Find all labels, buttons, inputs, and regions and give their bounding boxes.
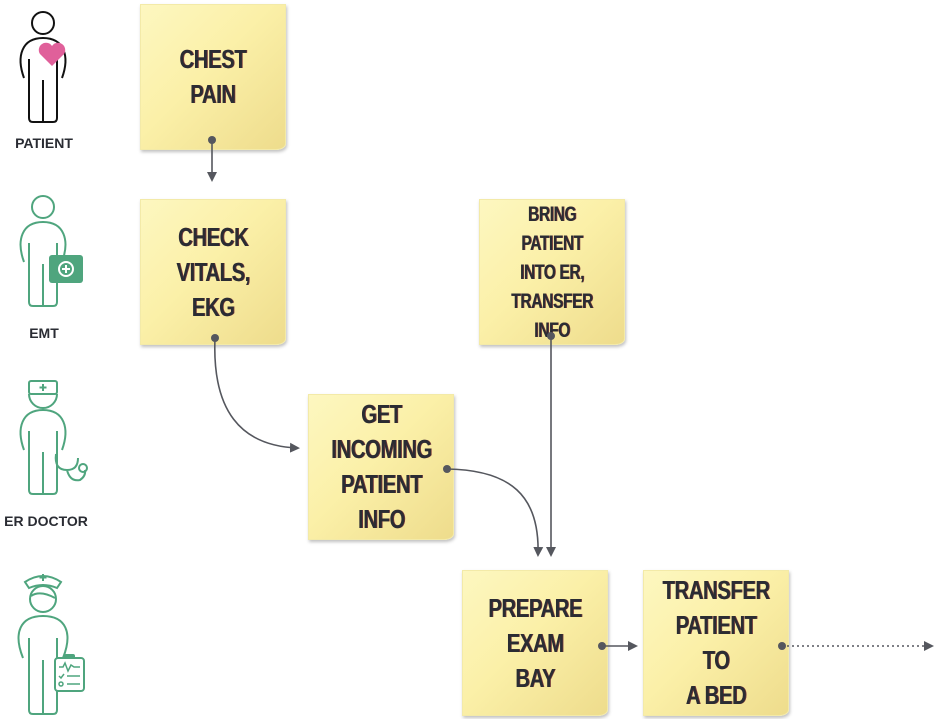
note-text: CHEST PAIN <box>179 44 247 109</box>
sticky-note-get-incoming-info[interactable]: GET INCOMING PATIENT INFO <box>308 394 454 540</box>
sticky-note-check-vitals[interactable]: CHECK VITALS, EKG <box>140 199 286 345</box>
note-text: PREPARE EXAM BAY <box>488 592 582 693</box>
sticky-note-transfer-patient[interactable]: TRANSFER PATIENT TO A BED <box>643 570 789 716</box>
note-text: TRANSFER PATIENT TO A BED <box>662 575 770 710</box>
nurse-clipboard-icon <box>17 574 85 715</box>
sticky-note-prepare-exam-bay[interactable]: PREPARE EXAM BAY <box>462 570 608 716</box>
sticky-note-chest-pain[interactable]: CHEST PAIN <box>140 4 286 150</box>
patient-heart-icon <box>19 11 67 123</box>
emt-medkit-icon <box>19 195 83 307</box>
note-text: BRING PATIENT INTO ER, TRANSFER INFO <box>511 202 593 342</box>
role-label-er-doctor: ER DOCTOR <box>4 513 88 529</box>
role-label-patient: PATIENT <box>15 135 73 151</box>
arrow-vitals-to-incoming <box>214 337 300 453</box>
note-text: CHECK VITALS, EKG <box>176 221 250 322</box>
sticky-note-bring-patient[interactable]: BRING PATIENT INTO ER, TRANSFER INFO <box>479 199 625 345</box>
role-label-emt: EMT <box>29 325 59 341</box>
arrow-incoming-to-prepare <box>446 468 544 557</box>
doctor-stethoscope-icon <box>19 380 88 495</box>
note-text: GET INCOMING PATIENT INFO <box>330 399 432 534</box>
